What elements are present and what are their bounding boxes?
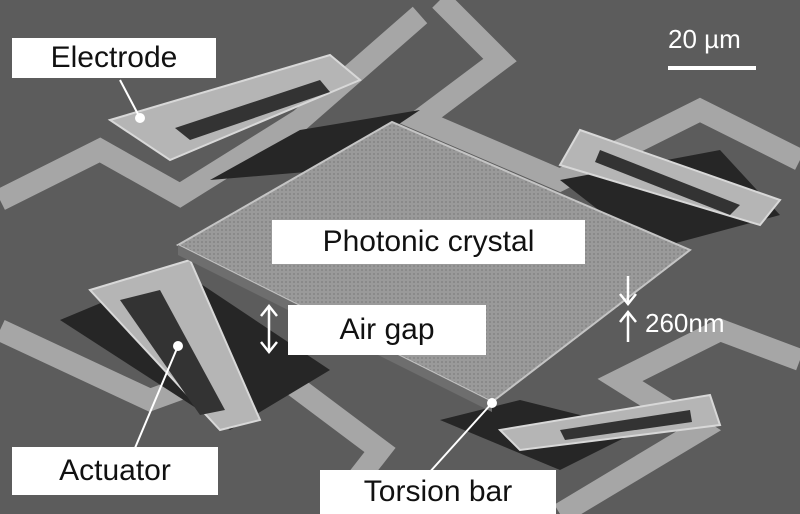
torsion-bar-label: Torsion bar [320, 470, 556, 514]
gap-size-label: 260nm [645, 308, 725, 338]
leader-lines [119, 79, 497, 475]
scale-bar-label: 20 µm [668, 24, 741, 54]
actuator-label: Actuator [12, 447, 218, 495]
electrode-label: Electrode [12, 38, 216, 78]
actuator-slots [120, 80, 740, 440]
photonic-crystal-label: Photonic crystal [272, 220, 585, 264]
air-gap-label: Air gap [288, 305, 486, 355]
air-gap-arrow-icon [260, 303, 278, 355]
gap-size-arrows-icon [619, 276, 637, 342]
